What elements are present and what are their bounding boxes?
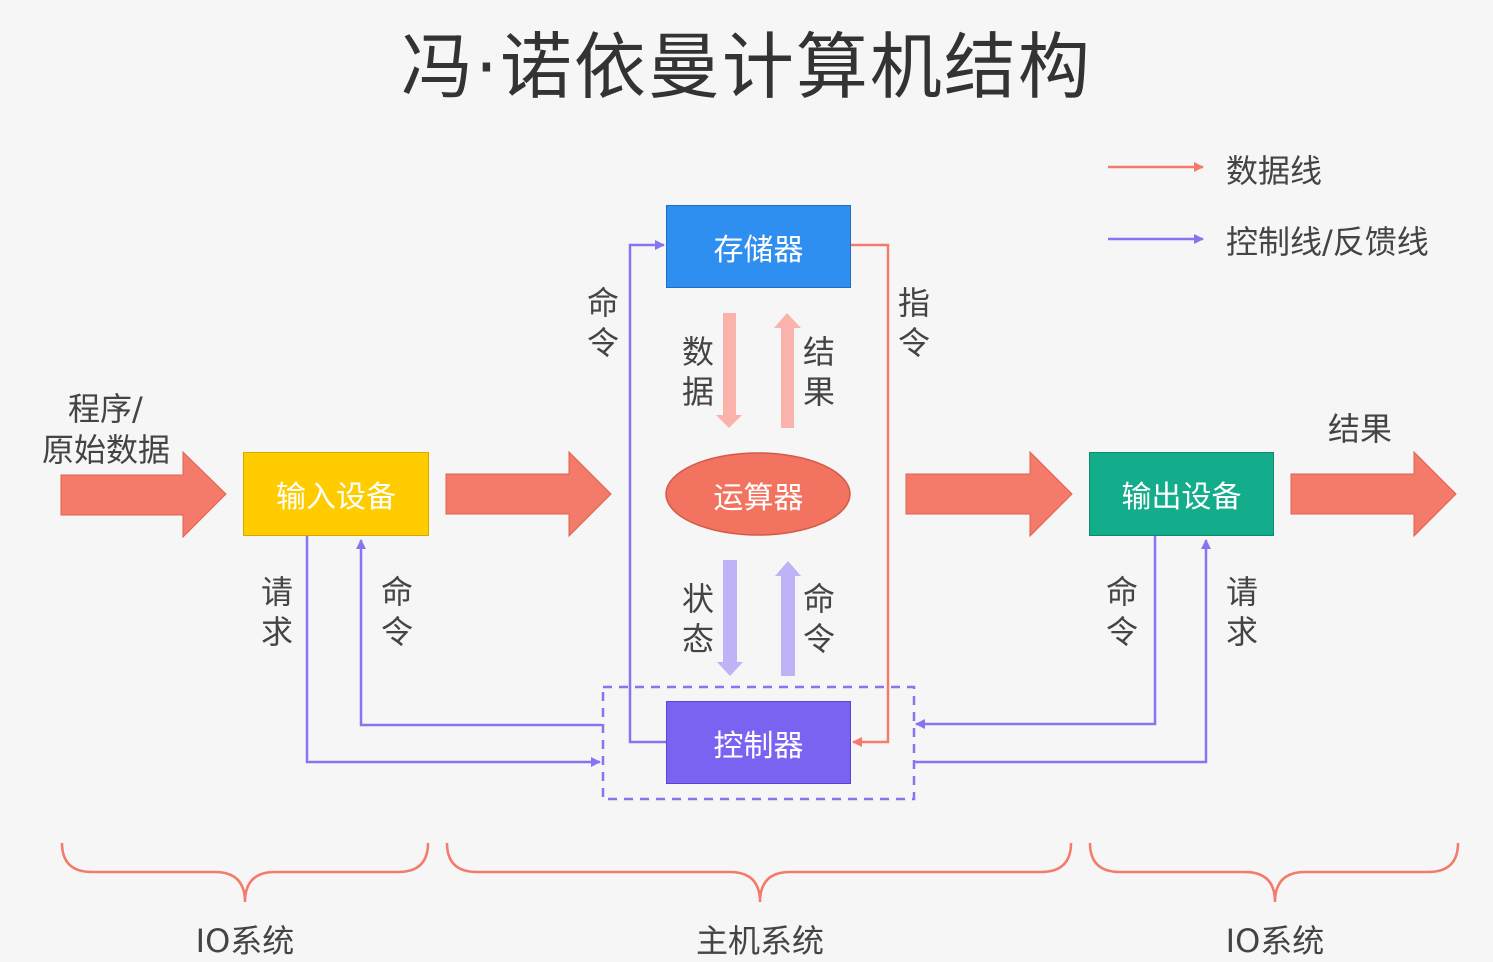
left-io-system-label: IO系统 — [195, 922, 295, 960]
output-device-box: 输出设备 — [1089, 452, 1274, 536]
arrow-host-to-output — [905, 450, 1073, 538]
line-input-request — [305, 536, 601, 767]
memory-instruction-label: 指令 — [897, 284, 930, 362]
host-system-label: 主机系统 — [695, 922, 824, 960]
arrow-memory-data-down — [716, 313, 742, 428]
arrow-alu-result-up — [774, 313, 801, 428]
page-title: 冯·诺依曼计算机结构 — [401, 25, 1092, 109]
program-label: 程序/ — [68, 390, 143, 428]
brace-right-io — [1088, 842, 1460, 903]
brace-host — [445, 842, 1073, 903]
memory-command-label: 命令 — [586, 284, 619, 362]
output-request-label: 请求 — [1225, 573, 1258, 651]
arrow-input-to-host — [445, 450, 612, 538]
arrow-output-to-result — [1290, 450, 1457, 538]
controller-box: 控制器 — [666, 701, 851, 784]
line-controller-to-memory-command — [628, 240, 666, 744]
line-input-command — [356, 539, 602, 727]
alu-status-label: 状态 — [681, 580, 714, 658]
input-device-box: 输入设备 — [243, 452, 429, 536]
input-command-label: 命令 — [380, 573, 413, 651]
controller-dashed-border — [601, 685, 916, 801]
line-memory-to-controller-instruction — [851, 243, 890, 747]
arrow-program-to-input — [60, 450, 227, 539]
legend-control-line-label: 控制线/反馈线 — [1226, 223, 1429, 261]
alu-ellipse — [665, 452, 851, 536]
output-command-label: 命令 — [1105, 573, 1138, 651]
alu-result-label: 结果 — [802, 333, 835, 411]
brace-left-io — [60, 842, 430, 903]
line-output-request — [914, 539, 1211, 764]
alu-label: 运算器 — [713, 480, 804, 516]
legend-data-line-label: 数据线 — [1226, 152, 1323, 190]
arrow-alu-status-down — [717, 560, 743, 676]
right-io-system-label: IO系统 — [1225, 922, 1325, 960]
memory-box: 存储器 — [666, 205, 851, 288]
input-request-label: 请求 — [260, 573, 293, 651]
result-output-label: 结果 — [1328, 410, 1393, 448]
memory-data-label: 数据 — [681, 333, 714, 411]
arrow-controller-command-up — [775, 561, 801, 676]
raw-data-label: 原始数据 — [42, 431, 171, 469]
line-output-command — [915, 536, 1157, 729]
controller-command-label: 命令 — [802, 580, 835, 658]
